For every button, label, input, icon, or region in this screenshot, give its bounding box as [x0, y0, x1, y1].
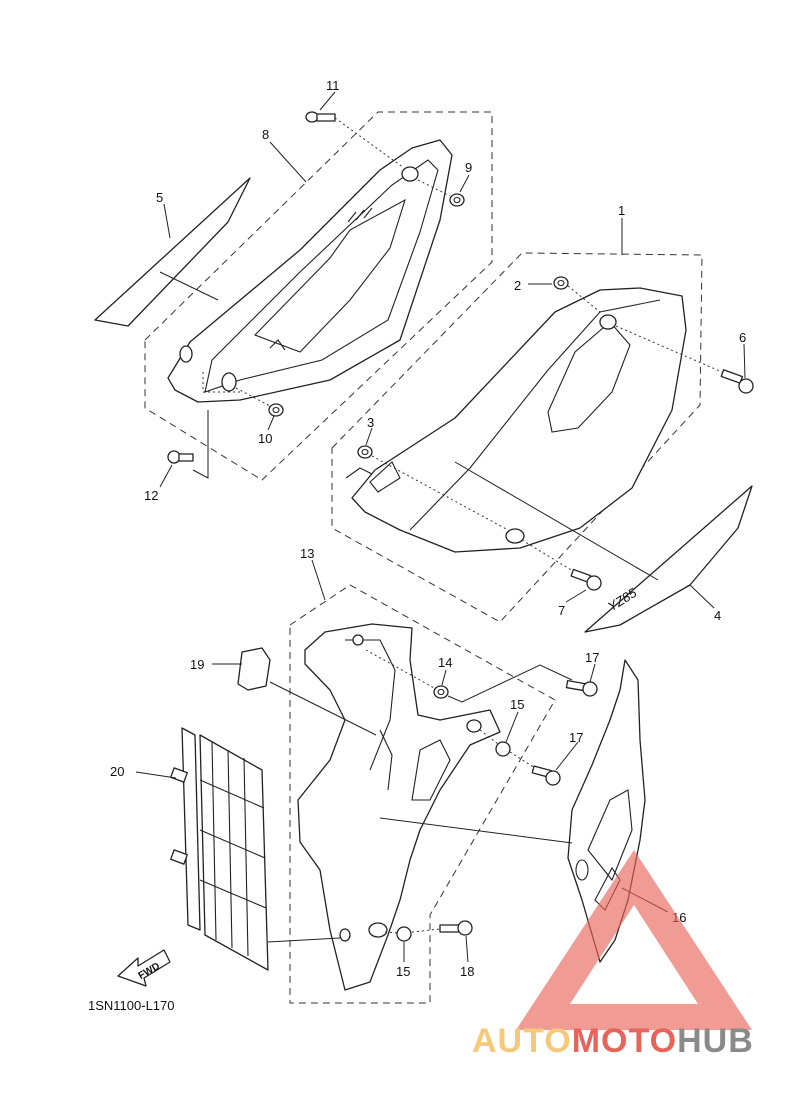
- callout-17-lower: 17: [569, 730, 583, 745]
- bolt-part-6: [615, 325, 754, 394]
- callout-4: 4: [714, 608, 721, 623]
- pad-part-19: [212, 647, 377, 736]
- callout-6: 6: [739, 330, 746, 345]
- callout-5: 5: [156, 190, 163, 205]
- group-box-side-cover-left: [144, 111, 493, 481]
- radiator-guard-part-20: [135, 727, 341, 971]
- bolt-part-17-lower: [509, 751, 561, 786]
- leader-17-lower: [555, 741, 579, 771]
- decal-right-part-4: YZ85: [454, 461, 753, 633]
- leader-4: [689, 584, 715, 609]
- leader-8: [269, 141, 307, 183]
- bolt-part-18: [411, 920, 473, 936]
- callout-14: 14: [438, 655, 452, 670]
- side-cover-left-part-8: [167, 139, 453, 403]
- callout-2: 2: [514, 278, 521, 293]
- callout-1: 1: [618, 203, 625, 218]
- bolt-part-7: [521, 539, 602, 591]
- callout-17-upper: 17: [585, 650, 599, 665]
- leader-12: [159, 464, 173, 488]
- grommet-part-14: [365, 649, 573, 703]
- watermark-word-hub: HUB: [677, 1022, 754, 1060]
- leader-13: [311, 559, 326, 601]
- leader-15-upper: [505, 711, 519, 743]
- side-cover-right-part-1: [345, 287, 687, 553]
- callout-15-lower: 15: [396, 964, 410, 979]
- leader-9: [459, 174, 470, 193]
- callout-8: 8: [262, 127, 269, 142]
- leader-6: [743, 343, 746, 379]
- forward-arrow-icon: FWD: [117, 949, 171, 987]
- leader-17-upper: [589, 663, 596, 683]
- callout-19: 19: [190, 657, 204, 672]
- callout-11: 11: [326, 78, 340, 93]
- callout-15-upper: 15: [510, 697, 524, 712]
- watermark-word-auto: AUTO: [472, 1022, 572, 1060]
- leader-5: [163, 203, 171, 239]
- leader-10: [267, 415, 275, 431]
- watermark-triangle-icon: [516, 850, 752, 1030]
- callout-20: 20: [110, 764, 124, 779]
- callout-10: 10: [258, 431, 272, 446]
- grommet-part-3: [357, 445, 509, 531]
- callout-7: 7: [558, 603, 565, 618]
- leader-3: [365, 427, 373, 446]
- leader-18: [465, 935, 469, 963]
- bolt-part-11: [305, 111, 405, 169]
- callout-3: 3: [367, 415, 374, 430]
- bolt-part-12: [167, 410, 209, 479]
- leader-11: [319, 91, 336, 111]
- radiator-shroud-part-13: [297, 623, 501, 991]
- decal-left-part-5: [94, 177, 251, 327]
- leader-14: [441, 669, 447, 686]
- bolt-part-17-upper: [565, 680, 598, 697]
- callout-13: 13: [300, 546, 314, 561]
- watermark-logo: [516, 850, 752, 1030]
- watermark-text: AUTOMOTOHUB: [472, 1022, 754, 1060]
- leader-7: [565, 589, 587, 603]
- grommet-part-10: [235, 387, 284, 417]
- collar-part-15-upper: [479, 729, 511, 757]
- grommet-part-9: [417, 179, 465, 207]
- watermark-word-moto: MOTO: [572, 1022, 677, 1060]
- callout-9: 9: [465, 160, 472, 175]
- grommet-part-2: [553, 276, 601, 313]
- diagram-code: 1SN1100-L170: [88, 998, 175, 1013]
- callout-18: 18: [460, 964, 474, 979]
- group-box-side-cover-right: [331, 252, 703, 623]
- group-box-radiator-shroud: [289, 584, 556, 1004]
- callout-12: 12: [144, 488, 158, 503]
- collar-part-15-lower: [384, 926, 412, 942]
